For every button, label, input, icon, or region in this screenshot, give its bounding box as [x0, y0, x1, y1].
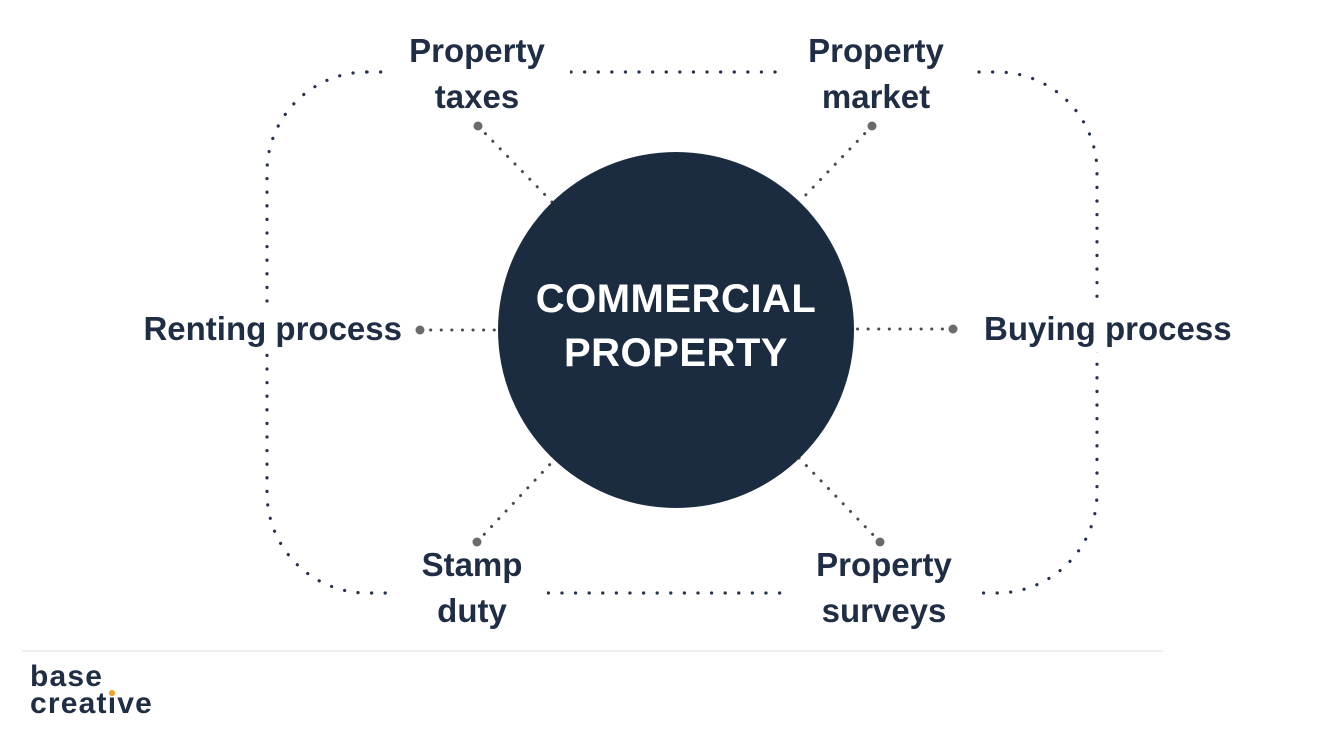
center-title: COMMERCIAL PROPERTY: [536, 272, 817, 380]
topic-stamp-duty: Stamp duty: [397, 542, 547, 634]
center-title-line1: COMMERCIAL: [535, 277, 817, 321]
topic-property-taxes: Property taxes: [384, 28, 570, 120]
logo-basecreative: base creatıve: [30, 660, 154, 720]
topic-property-market: Property market: [783, 28, 969, 120]
center-title-line2: PROPERTY: [563, 331, 789, 375]
logo-i-accent-dot-icon: ı: [107, 687, 118, 720]
logo-text-creative: creatıve: [30, 687, 154, 720]
topic-buying-process: Buying process: [978, 306, 1238, 352]
topic-property-surveys: Property surveys: [791, 542, 977, 634]
footer-divider: [22, 650, 1163, 652]
topic-renting-process: Renting process: [137, 306, 408, 352]
logo-text-base: base: [30, 660, 104, 693]
